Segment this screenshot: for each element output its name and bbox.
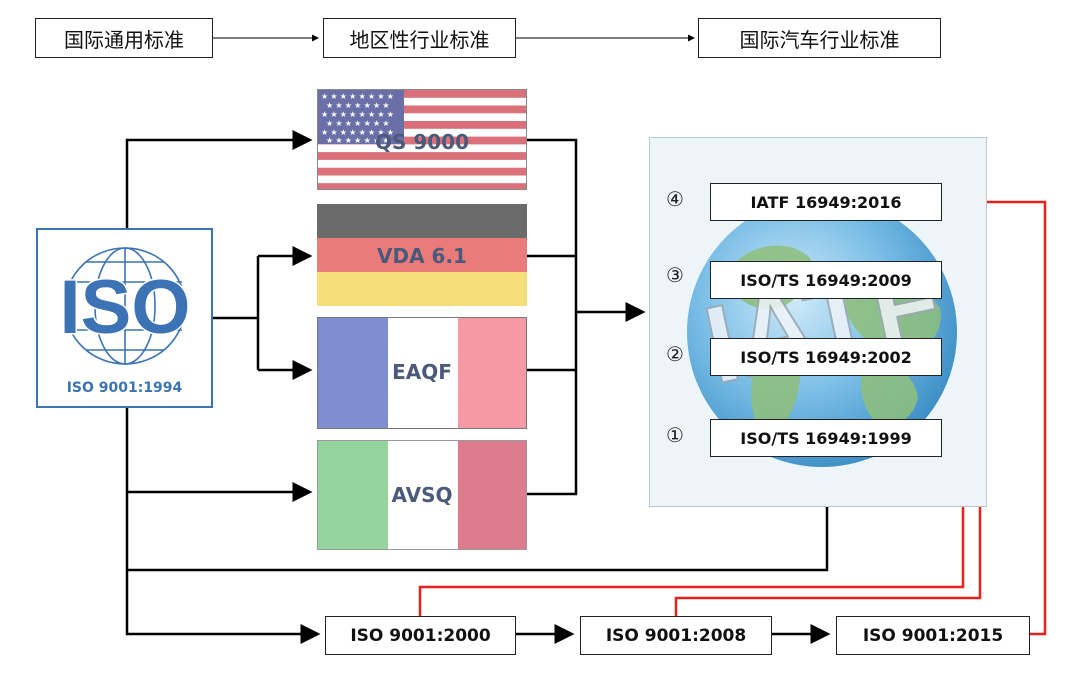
france-stripe-white <box>388 318 458 428</box>
germany-stripe-black <box>317 204 527 238</box>
label-avsq: AVSQ <box>391 483 453 507</box>
iso-caption: ISO 9001:1994 <box>66 380 183 396</box>
circled-number-1: ① <box>666 423 684 447</box>
svg-text:★ ★ ★ ★ ★ ★ ★: ★ ★ ★ ★ ★ ★ ★ <box>326 119 390 128</box>
italy-stripe-green <box>318 441 388 549</box>
iatf-panel: IATF ④ IATF 16949:2016 ③ ISO/TS 16949:20… <box>649 137 987 507</box>
iatf-item-2002: ISO/TS 16949:2002 <box>710 338 942 376</box>
flag-usa: ★ ★ ★ ★ ★ ★ ★ ★ ★ ★ ★ ★ ★ ★ ★ ★ ★ ★ ★ ★ … <box>317 89 527 190</box>
flag-germany: VDA 6.1 <box>317 204 527 306</box>
france-stripe-red <box>458 318 526 428</box>
flag-italy: AVSQ <box>317 440 527 550</box>
iso-9001-2015: ISO 9001:2015 <box>836 616 1030 655</box>
globe-grid-icon: ISO <box>58 247 192 365</box>
svg-text:★ ★ ★ ★ ★ ★ ★: ★ ★ ★ ★ ★ ★ ★ <box>326 101 390 110</box>
header-international-standard: 国际通用标准 <box>35 18 213 58</box>
svg-text:★ ★ ★ ★ ★ ★ ★ ★: ★ ★ ★ ★ ★ ★ ★ ★ <box>321 128 394 137</box>
iatf-item-1999: ISO/TS 16949:1999 <box>710 419 942 457</box>
germany-stripe-gold <box>317 272 527 306</box>
circled-number-4: ④ <box>666 187 684 211</box>
label-vda61: VDA 6.1 <box>377 244 467 268</box>
france-stripe-blue <box>318 318 388 428</box>
label-qs9000: QS 9000 <box>374 130 470 154</box>
italy-stripe-red <box>458 441 526 549</box>
iso-9001-2000: ISO 9001:2000 <box>325 616 516 655</box>
circled-number-3: ③ <box>666 263 684 287</box>
flag-france: EAQF <box>317 317 527 429</box>
italy-stripe-white <box>388 441 458 549</box>
iatf-item-2009: ISO/TS 16949:2009 <box>710 261 942 299</box>
iso-9001-2008: ISO 9001:2008 <box>580 616 772 655</box>
iso-logo: ISO ISO 9001:1994 <box>36 228 213 408</box>
header-regional-standard: 地区性行业标准 <box>323 18 516 58</box>
svg-text:★ ★ ★ ★ ★ ★ ★ ★: ★ ★ ★ ★ ★ ★ ★ ★ <box>321 92 394 101</box>
star-icon: ★ ★ ★ ★ ★ ★ ★ ★ ★ ★ ★ ★ ★ ★ ★ ★ ★ ★ ★ ★ … <box>321 92 394 145</box>
svg-text:★ ★ ★ ★ ★ ★ ★: ★ ★ ★ ★ ★ ★ ★ <box>326 136 390 145</box>
iatf-item-2016: IATF 16949:2016 <box>710 183 942 221</box>
label-eaqf: EAQF <box>392 360 452 384</box>
usa-canton <box>318 90 404 144</box>
germany-stripe-red <box>317 238 527 272</box>
svg-text:★ ★ ★ ★ ★ ★ ★ ★: ★ ★ ★ ★ ★ ★ ★ ★ <box>321 110 394 119</box>
header-auto-standard: 国际汽车行业标准 <box>698 18 941 58</box>
circled-number-2: ② <box>666 342 684 366</box>
iso-mark-text: ISO <box>60 265 191 350</box>
